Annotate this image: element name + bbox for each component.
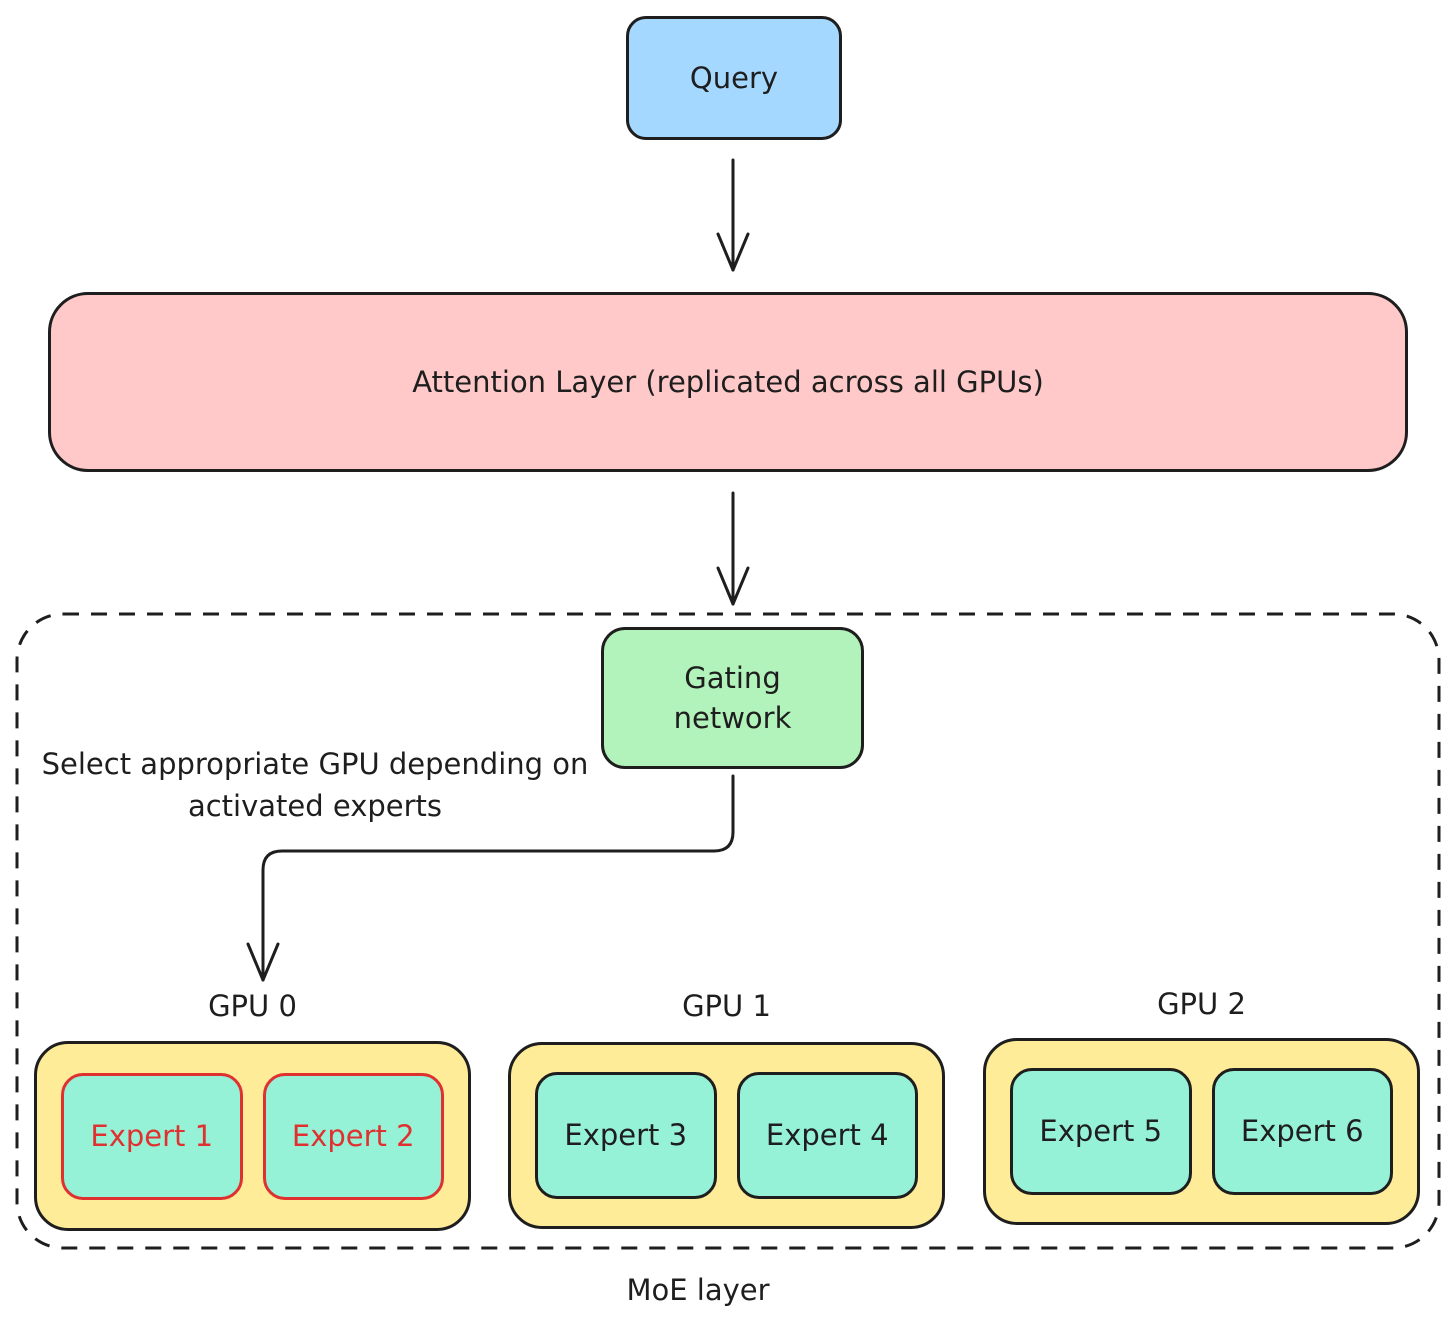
expert-4-label: Expert 4 [765,1118,889,1153]
expert-3-label: Expert 3 [564,1118,688,1153]
attention-layer-label: Attention Layer (replicated across all G… [412,364,1044,399]
arrow-query-to-attention [716,158,750,272]
expert-4-node: Expert 4 [736,1072,918,1199]
expert-6-label: Expert 6 [1240,1114,1364,1149]
expert-2-node: Expert 2 [262,1072,444,1200]
gating-network-label: Gating network [673,660,792,735]
query-node: Query [626,16,842,140]
gating-network-node: Gating network [601,627,864,769]
expert-5-node: Expert 5 [1010,1068,1192,1195]
expert-5-label: Expert 5 [1039,1114,1163,1149]
expert-1-node: Expert 1 [61,1072,243,1200]
routing-note: Select appropriate GPU depending on acti… [41,747,589,824]
gpu-0-node: Expert 1 Expert 2 [34,1041,471,1231]
expert-1-label: Expert 1 [90,1118,214,1153]
gpu-2-label: GPU 2 [1157,987,1246,1021]
attention-layer-node: Attention Layer (replicated across all G… [48,292,1408,472]
gpu-1-label: GPU 1 [682,989,771,1023]
query-label: Query [689,60,779,95]
expert-2-label: Expert 2 [291,1118,415,1153]
gpu-2-node: Expert 5 Expert 6 [983,1038,1420,1225]
gpu-0-label: GPU 0 [208,989,297,1023]
expert-3-node: Expert 3 [535,1072,717,1199]
moe-layer-label: MoE layer [626,1273,770,1307]
gpu-1-node: Expert 3 Expert 4 [508,1042,945,1229]
arrow-attention-to-gating [716,491,750,606]
expert-6-node: Expert 6 [1211,1068,1393,1195]
